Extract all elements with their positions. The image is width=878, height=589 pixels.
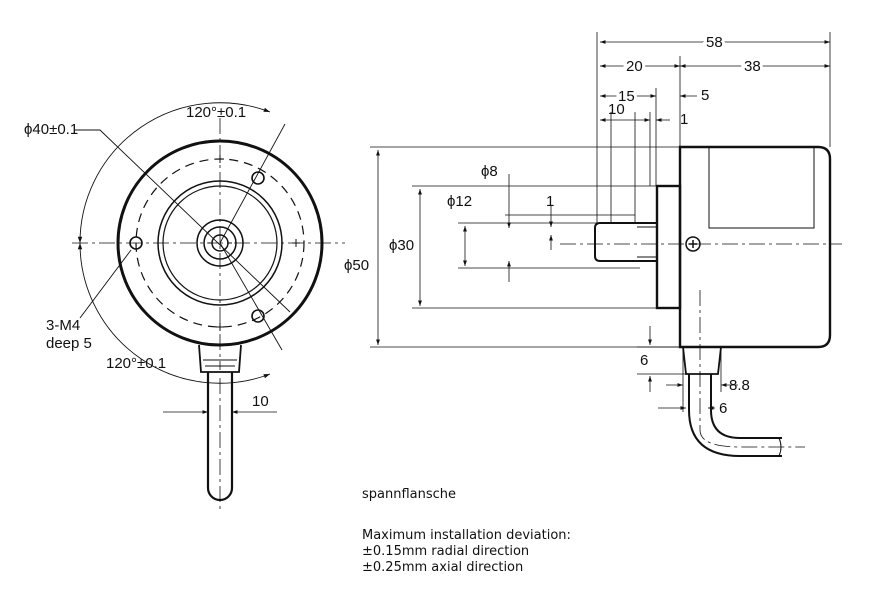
label-phi50: ϕ50 (344, 257, 369, 274)
label-overall-length: 58 (706, 34, 723, 51)
label-d5: 5 (701, 87, 709, 104)
label-d1-top: 1 (680, 111, 688, 128)
note-deviation-title: Maximum installation deviation: (362, 528, 571, 543)
note-title: spannflansche (362, 487, 457, 502)
label-angle-top: 120°±0.1 (186, 104, 246, 121)
label-cable-width: 10 (252, 393, 269, 410)
label-shaft-side: 20 (626, 58, 643, 75)
label-phi40: ϕ40±0.1 (24, 121, 78, 138)
label-thread-line2: deep 5 (46, 335, 92, 352)
clamping-flange (655, 184, 682, 310)
label-phi8: ϕ8 (481, 163, 498, 180)
shaft (594, 222, 657, 262)
label-d10: 10 (608, 101, 625, 118)
note-radial: ±0.15mm radial direction (362, 544, 530, 559)
side-view (370, 32, 842, 457)
front-view (72, 102, 345, 512)
label-cable-6-vertical: 6 (640, 352, 648, 369)
label-phi12: ϕ12 (447, 193, 472, 210)
label-thread-line1: 3-M4 (46, 317, 80, 334)
label-d1-mid: 1 (546, 193, 554, 210)
label-d15: 15 (618, 88, 635, 105)
label-phi30: ϕ30 (389, 237, 414, 254)
label-cable-8-8: 8.8 (729, 377, 750, 394)
label-angle-bottom: 120°±0.1 (106, 355, 166, 372)
note-axial: ±0.25mm axial direction (362, 560, 524, 575)
label-body-length: 38 (744, 58, 761, 75)
dimension-labels: ϕ40±0.1 120°±0.1 3-M4 deep 5 120°±0.1 10… (24, 31, 764, 417)
encoder-body (678, 145, 832, 349)
label-cable-6-horizontal: 6 (719, 400, 727, 417)
